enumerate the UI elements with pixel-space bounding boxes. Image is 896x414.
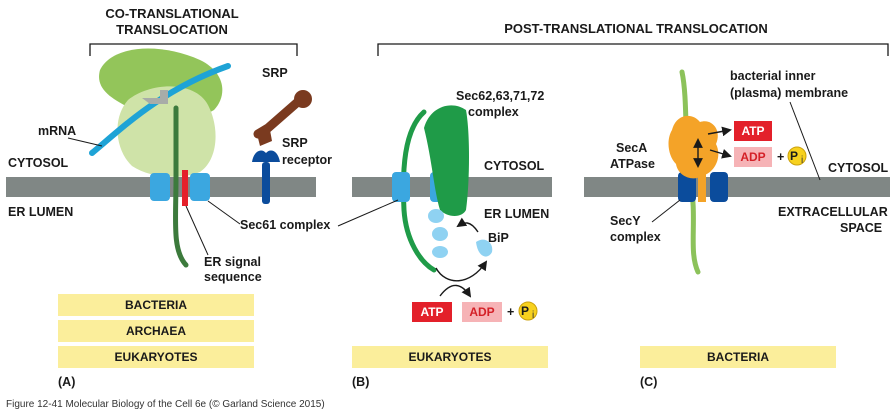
plus-b: +: [507, 305, 514, 319]
label-mrna: mRNA: [38, 124, 76, 138]
pointer-signal: [185, 205, 209, 256]
sec62-complex: [424, 105, 469, 216]
atp-label-c: ATP: [741, 124, 764, 138]
label-seca-2: ATPase: [610, 157, 655, 171]
box-bacteria-c-label: BACTERIA: [707, 350, 769, 364]
secy-right: [710, 172, 728, 202]
pointer-secy: [651, 199, 681, 223]
er-signal-sequence: [182, 170, 188, 206]
pi-chip-b: [518, 301, 538, 321]
panel-c-label: (C): [640, 375, 657, 389]
heading-co-translational-line2: TRANSLOCATION: [116, 22, 228, 37]
arrow-bip-bind: [456, 217, 479, 233]
label-srp-receptor-1: SRP: [282, 136, 308, 150]
box-eukaryotes-a-label: EUKARYOTES: [115, 350, 198, 364]
bip-1: [428, 209, 444, 223]
pi-label-c: P: [790, 149, 798, 163]
label-secy-1: SecY: [610, 214, 641, 228]
box-bacteria-a: [58, 294, 254, 316]
box-archaea-a-label: ARCHAEA: [126, 324, 186, 338]
label-sec-complex-1: Sec62,63,71,72: [456, 89, 544, 103]
panel-a: mRNA CYTOSOL ER LUMEN SRP SRP receptor S…: [6, 48, 332, 389]
label-extracellular-2: SPACE: [840, 221, 882, 235]
bracket-co-translational: [89, 43, 298, 56]
adp-label-c: ADP: [740, 150, 765, 164]
panel-b-label: (B): [352, 375, 369, 389]
panel-c: ATP ADP + P i bacterial inner (plasma) m…: [584, 69, 890, 389]
label-srp-receptor-2: receptor: [282, 153, 332, 167]
label-er-lumen-a: ER LUMEN: [8, 205, 73, 219]
box-archaea-a: [58, 320, 254, 342]
label-seca-1: SecA: [616, 141, 647, 155]
pointer-sec61-b: [337, 199, 399, 227]
label-bip: BiP: [488, 231, 509, 245]
label-secy-2: complex: [610, 230, 661, 244]
panel-a-label: (A): [58, 375, 75, 389]
sec61-b-left: [392, 172, 410, 202]
srp-head: [294, 90, 312, 108]
pointer-sec61-a: [207, 200, 241, 225]
plus-c: +: [777, 150, 784, 164]
label-sec-complex-2: complex: [468, 105, 519, 119]
srp-arm: [253, 95, 305, 139]
nascent-polypeptide: [172, 105, 189, 268]
pi-label-b: P: [521, 304, 529, 318]
srp-receptor-stem: [262, 162, 270, 204]
bip-3: [432, 246, 448, 258]
sec61-right: [190, 173, 210, 201]
label-srp: SRP: [262, 66, 288, 80]
panel-b: Sec62,63,71,72 complex CYTOSOL ER LUMEN …: [337, 89, 552, 389]
bracket-post-translational: [377, 43, 889, 56]
pi-sub-b: i: [532, 310, 534, 321]
box-eukaryotes-b-label: EUKARYOTES: [409, 350, 492, 364]
mrna-strand: [89, 63, 231, 156]
bip-free: [476, 239, 493, 257]
secy-left: [678, 172, 696, 202]
arrow-atp-adp: [439, 284, 472, 298]
bip-2: [432, 227, 448, 241]
srp-foot: [256, 130, 272, 146]
atp-label-b: ATP: [420, 305, 443, 319]
heading-post-translational: POST-TRANSLATIONAL TRANSLOCATION: [504, 21, 768, 36]
box-bacteria-c: [640, 346, 836, 368]
seca-atpase: [668, 115, 719, 179]
sec61-left: [150, 173, 170, 201]
arrow-seca-adp: [709, 149, 732, 159]
label-cytosol-c: CYTOSOL: [828, 161, 889, 175]
label-signal-1: ER signal: [204, 255, 261, 269]
label-cytosol-a: CYTOSOL: [8, 156, 69, 170]
adp-chip-b: [462, 302, 502, 322]
inner-membrane-c: [584, 177, 890, 197]
label-membrane-1: bacterial inner: [730, 69, 816, 83]
trna: [142, 90, 168, 104]
adp-chip-c: [734, 147, 772, 167]
label-sec61-complex: Sec61 complex: [240, 218, 330, 232]
adp-label-b: ADP: [469, 305, 494, 319]
arrow-bip-cycle: [435, 260, 488, 282]
label-membrane-2: (plasma) membrane: [730, 86, 848, 100]
pi-chip-c: [787, 146, 807, 166]
box-eukaryotes-a: [58, 346, 254, 368]
pointer-mrna: [67, 137, 103, 147]
seca-insert: [698, 172, 706, 202]
pi-sub-c: i: [801, 155, 803, 166]
label-extracellular-1: EXTRACELLULAR: [778, 205, 888, 219]
label-er-lumen-b: ER LUMEN: [484, 207, 549, 221]
atp-chip-b: [412, 302, 452, 322]
box-bacteria-a-label: BACTERIA: [125, 298, 187, 312]
pointer-membrane: [789, 101, 821, 181]
srp-receptor-top: [252, 150, 280, 162]
polypeptide-b: [400, 109, 437, 273]
arrow-seca-atp: [707, 126, 732, 137]
figure-caption: Figure 12-41 Molecular Biology of the Ce…: [6, 399, 325, 410]
label-signal-2: sequence: [204, 270, 262, 284]
box-eukaryotes-b: [352, 346, 548, 368]
heading-co-translational-line1: CO-TRANSLATIONAL: [105, 6, 238, 21]
atp-chip-c: [734, 121, 772, 141]
label-cytosol-b: CYTOSOL: [484, 159, 545, 173]
